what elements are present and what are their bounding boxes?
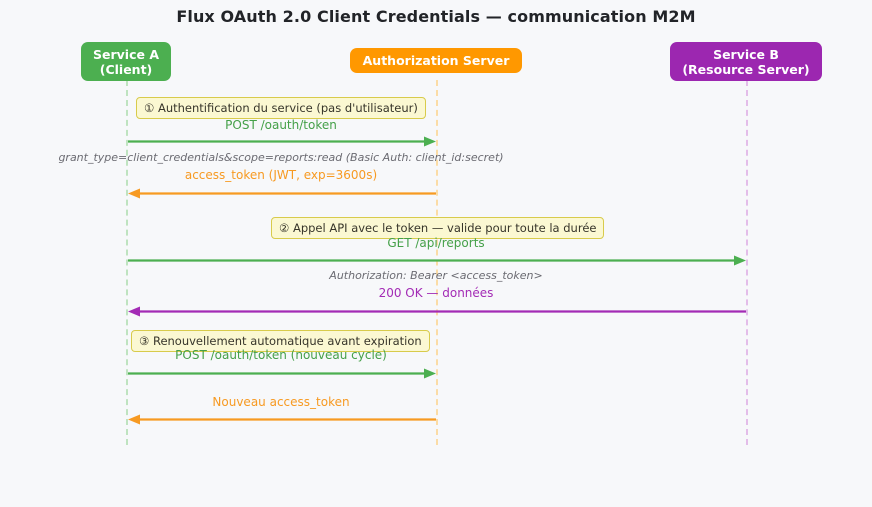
participant-service-b-line2: (Resource Server) (682, 61, 810, 77)
participant-authorization-server-line1: Authorization Server (362, 53, 510, 68)
message-meta-3: Authorization: Bearer <access_token> (329, 269, 543, 282)
lifeline-service-b (746, 80, 748, 445)
message-label-5: POST /oauth/token (nouveau cycle) (175, 348, 387, 362)
participant-service-b-line1: Service B (713, 46, 779, 62)
note-3: ③ Renouvellement automatique avant expir… (131, 330, 430, 352)
participant-authorization-server[interactable]: Authorization Server (350, 48, 522, 73)
participant-service-a[interactable]: Service A (Client) (81, 42, 171, 81)
lifeline-authorization-server (436, 80, 438, 445)
note-2: ② Appel API avec le token — valide pour … (271, 217, 605, 239)
message-label-3: GET /api/reports (387, 236, 485, 250)
participant-service-a-line1: Service A (93, 46, 159, 62)
message-label-2: access_token (JWT, exp=3600s) (184, 168, 378, 182)
message-label-6: Nouveau access_token (212, 395, 350, 409)
arrow-msg-2 (126, 188, 438, 199)
participant-service-b[interactable]: Service B (Resource Server) (670, 42, 822, 81)
arrow-msg-1 (126, 136, 438, 147)
arrow-msg-6 (126, 414, 438, 425)
note-1: ① Authentification du service (pas d'uti… (136, 97, 426, 119)
arrow-msg-5 (126, 368, 438, 379)
message-label-4: 200 OK — données (378, 286, 494, 300)
message-meta-1: grant_type=client_credentials&scope=repo… (58, 151, 504, 164)
page-title: Flux OAuth 2.0 Client Credentials — comm… (176, 7, 696, 26)
participant-service-a-line2: (Client) (99, 61, 153, 77)
lifeline-service-a (126, 80, 128, 445)
message-label-1: POST /oauth/token (225, 118, 337, 132)
